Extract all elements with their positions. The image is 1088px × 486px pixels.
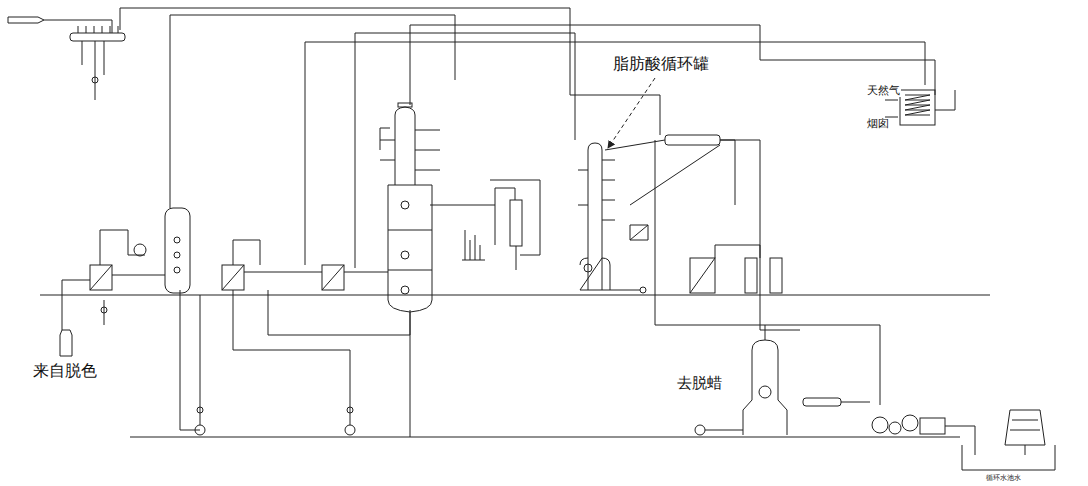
label-text: 来自脱色 <box>32 362 98 380</box>
label-text: 脂肪酸循环罐 <box>612 55 710 73</box>
label-text: 天然气 <box>866 85 901 97</box>
label-text: 循环水池水 <box>985 475 1022 483</box>
label-text: 烟囱 <box>866 118 890 130</box>
label-text: 去脱蜡 <box>676 375 723 392</box>
